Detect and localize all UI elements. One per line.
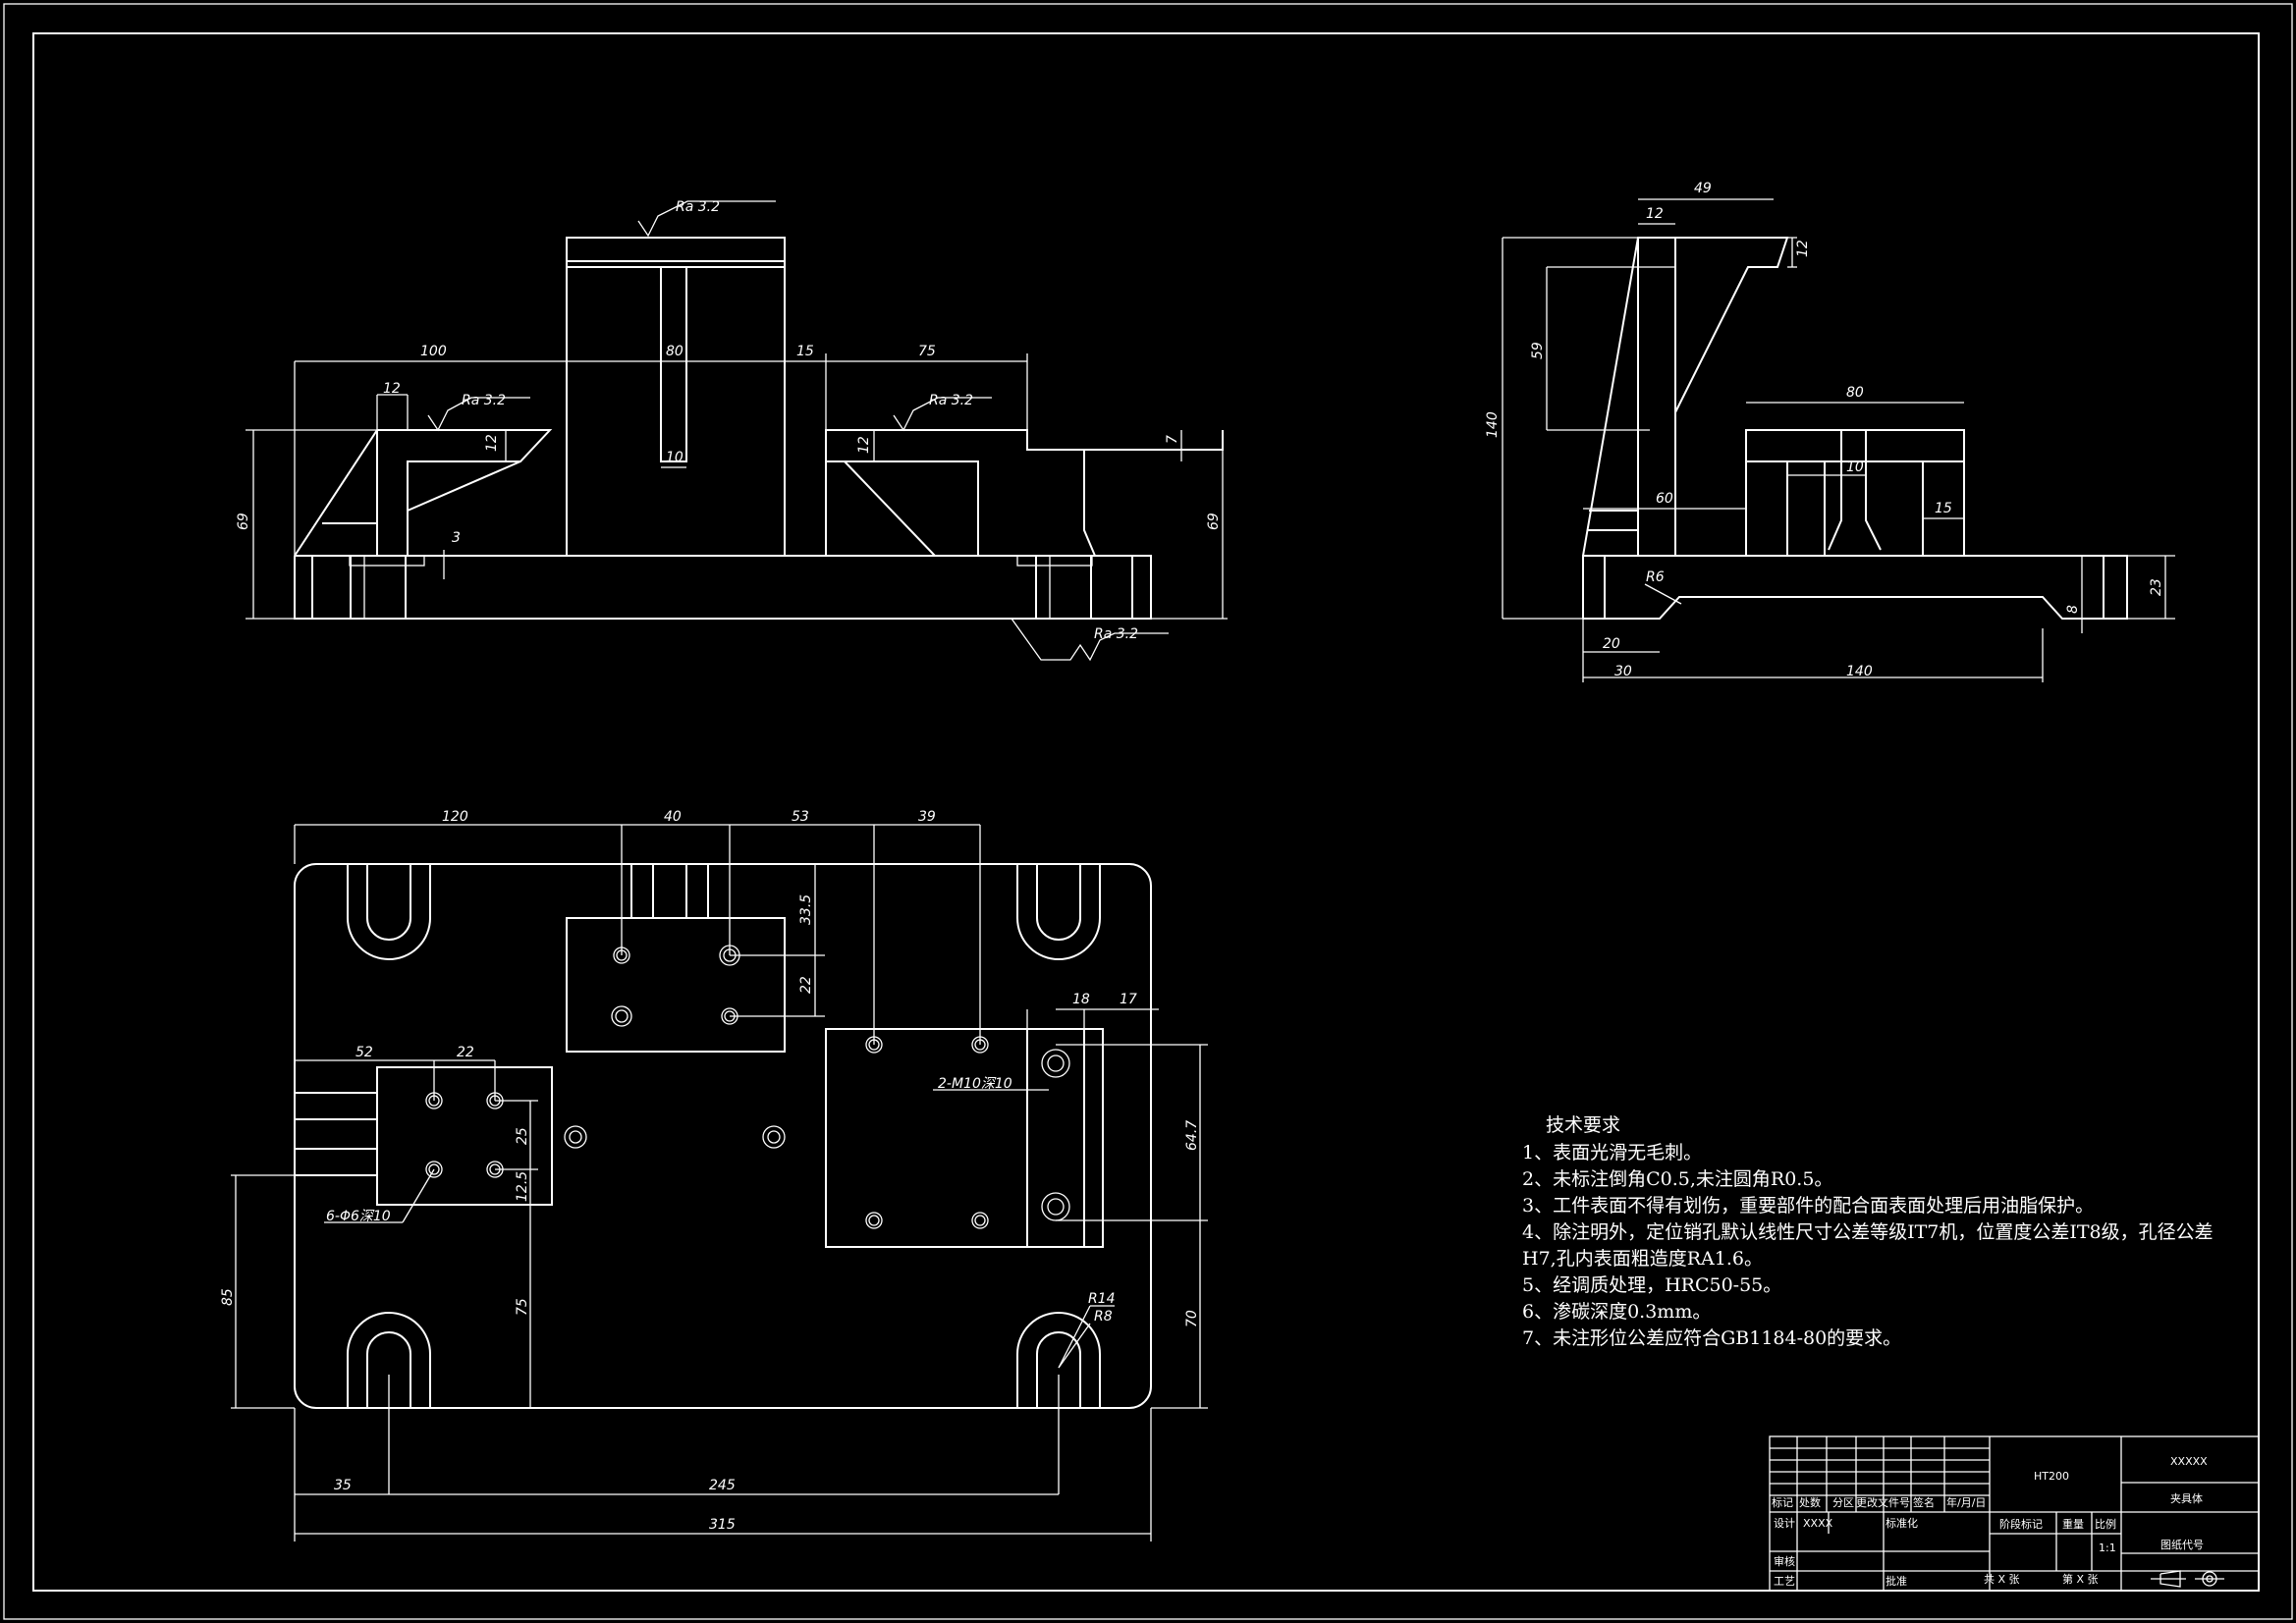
dim-label: 80 — [666, 344, 683, 359]
requirement-item: 2、未标注倒角C0.5,未注圆角R0.5。 — [1522, 1168, 1832, 1190]
column-label: 更改文件号 — [1856, 1495, 1910, 1509]
projection-symbol-icon — [2151, 1570, 2224, 1588]
slot — [1016, 864, 1101, 960]
outer-border — [3, 3, 2293, 1620]
dim-label: 17 — [1120, 992, 1137, 1007]
hole-callout: 6-Φ6深10 — [326, 1209, 391, 1224]
stage-label: 阶段标记 — [1999, 1517, 2043, 1531]
dim-label: 35 — [334, 1478, 352, 1493]
dim-label: 85 — [220, 1288, 236, 1306]
dim-label: 22 — [798, 976, 814, 994]
requirement-item: 4、除注明外，定位销孔默认线性尺寸公差等级IT7机，位置度公差IT8级，孔径公差 — [1522, 1221, 2214, 1243]
dim-label: 69 — [236, 513, 251, 530]
roughness-label: Ra 3.2 — [462, 393, 506, 408]
material-label: HT200 — [2034, 1470, 2069, 1483]
roughness-label: Ra 3.2 — [676, 199, 720, 215]
dim-label: 23 — [2149, 578, 2164, 596]
roughness-label: Ra 3.2 — [929, 393, 973, 408]
column-label: 年/月/日 — [1946, 1495, 1986, 1509]
dim-label: 100 — [420, 344, 447, 359]
dim-label: 18 — [1072, 992, 1090, 1007]
dim-label: 12 — [1795, 240, 1811, 257]
dim-label: 64.7 — [1184, 1120, 1200, 1151]
dim-label: 33.5 — [798, 894, 814, 925]
dim-label: 15 — [796, 344, 814, 359]
company-label: XXXXX — [2170, 1455, 2208, 1468]
dim-label: 12 — [383, 381, 401, 397]
dim-label: 20 — [1603, 636, 1620, 652]
dim-label: 120 — [442, 809, 468, 825]
dim-label: 15 — [1935, 501, 1952, 516]
dim-label: 49 — [1694, 181, 1712, 196]
standardization-label: 标准化 — [1886, 1516, 1918, 1530]
dim-label: 7 — [1165, 435, 1180, 444]
dim-label: 75 — [515, 1298, 530, 1316]
dim-label: 10 — [1846, 460, 1864, 475]
dim-label: 52 — [355, 1045, 373, 1060]
scale-label: 比例 — [2095, 1517, 2116, 1531]
requirement-item: 3、工件表面不得有划伤，重要部件的配合面表面处理后用油脂保护。 — [1522, 1195, 2094, 1217]
side-view: 49 12 12 59 140 80 10 60 15 R6 8 23 20 3… — [1485, 181, 2175, 682]
dim-label: 12 — [856, 436, 872, 454]
inner-frame — [32, 32, 2260, 1592]
requirement-item: 6、渗碳深度0.3mm。 — [1522, 1301, 1711, 1323]
dim-label: 12.5 — [515, 1171, 530, 1202]
scale-value: 1:1 — [2099, 1542, 2116, 1554]
slot — [347, 1312, 431, 1408]
dim-label: 140 — [1485, 411, 1501, 438]
column-label: 处数 — [1799, 1496, 1821, 1509]
dim-label: 3 — [452, 530, 461, 546]
column-label: 分区 — [1832, 1496, 1854, 1509]
dim-label: R14 — [1088, 1291, 1116, 1307]
dim-label: 39 — [918, 809, 936, 825]
designer-name: XXXX — [1803, 1517, 1833, 1530]
requirement-item: 7、未注形位公差应符合GB1184-80的要求。 — [1522, 1327, 1901, 1349]
dim-label: 315 — [709, 1517, 736, 1533]
front-view: Ra 3.2 Ra 3.2 Ra 3.2 Ra 3.2 100 80 15 75… — [236, 199, 1228, 662]
weight-label: 重量 — [2062, 1517, 2084, 1531]
requirements-title: 技术要求 — [1546, 1114, 1620, 1136]
dim-label: 53 — [792, 809, 809, 825]
sheet-number: 第 X 张 — [2062, 1572, 2099, 1586]
sheets-total: 共 X 张 — [1984, 1573, 2020, 1586]
dim-label: 69 — [1206, 513, 1222, 530]
dim-label: 80 — [1846, 385, 1864, 401]
dim-label: 140 — [1846, 664, 1873, 679]
slot — [1016, 1312, 1101, 1408]
thread-callout: 2-M10深10 — [938, 1076, 1012, 1092]
requirement-item: 1、表面光滑无毛刺。 — [1522, 1142, 1702, 1163]
technical-requirements: 技术要求 1、表面光滑无毛刺。 2、未标注倒角C0.5,未注圆角R0.5。 3、… — [1522, 1114, 2214, 1349]
dim-label: 60 — [1656, 491, 1673, 507]
roughness-label: Ra 3.2 — [1094, 626, 1138, 642]
design-label: 设计 — [1774, 1517, 1795, 1530]
requirement-item: H7,孔内表面粗造度RA1.6。 — [1522, 1248, 1763, 1270]
drawing-number-label: 图纸代号 — [2160, 1539, 2204, 1551]
dim-label: 59 — [1530, 342, 1546, 359]
title-block: HT200 XXXXX 夹具体 图纸代号 标记 处数 分区 更改文件号 签名 年… — [1769, 1435, 2260, 1592]
dim-label: 70 — [1184, 1310, 1200, 1327]
dim-label: 12 — [484, 434, 500, 452]
dim-label: 75 — [918, 344, 936, 359]
requirement-item: 5、经调质处理，HRC50-55。 — [1522, 1274, 1781, 1296]
part-name: 夹具体 — [2170, 1491, 2203, 1505]
dim-label: 30 — [1614, 664, 1632, 679]
slot — [347, 864, 431, 960]
dim-label: R6 — [1646, 569, 1665, 585]
dim-label: 12 — [1646, 206, 1664, 222]
dim-label: 25 — [515, 1127, 530, 1145]
approve-label: 批准 — [1886, 1574, 1907, 1588]
dim-label: 22 — [457, 1045, 474, 1060]
review-label: 审核 — [1774, 1554, 1795, 1568]
column-label: 签名 — [1913, 1495, 1935, 1509]
dim-label: R8 — [1094, 1309, 1113, 1325]
dim-label: 40 — [664, 809, 682, 825]
process-label: 工艺 — [1774, 1575, 1795, 1588]
plan-view: 120 40 53 39 33.5 22 52 22 25 12.5 18 17… — [220, 809, 1208, 1542]
dim-label: 245 — [709, 1478, 736, 1493]
dim-label: 8 — [2065, 605, 2081, 614]
column-label: 标记 — [1772, 1495, 1793, 1509]
dim-label: 10 — [666, 450, 683, 465]
